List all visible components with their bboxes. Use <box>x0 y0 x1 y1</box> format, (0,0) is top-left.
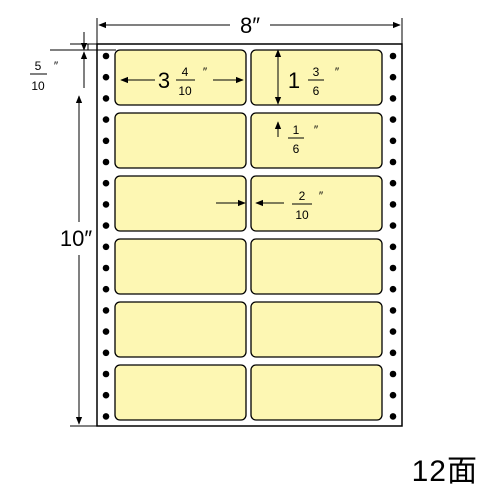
feed-hole-right-11 <box>389 264 397 272</box>
label-width-whole: 3 <box>158 68 170 93</box>
label-r2-c1 <box>114 112 247 169</box>
feed-hole-right-6 <box>389 158 397 166</box>
feed-hole-right-9 <box>389 222 397 229</box>
label-r5-c2 <box>250 301 383 358</box>
feed-hole-left-13 <box>102 307 110 314</box>
feed-hole-left-11 <box>102 264 110 272</box>
feed-hole-left-16 <box>102 370 110 378</box>
column-gap-dimension: 2 10 ″ <box>216 189 324 222</box>
feed-hole-right-13 <box>389 307 397 314</box>
label-r3-c1 <box>114 175 247 232</box>
row-gap-denominator: 6 <box>293 142 300 156</box>
feed-hole-right-2 <box>389 73 397 81</box>
column-gap-denominator: 10 <box>295 208 309 222</box>
label-height-whole: 1 <box>288 68 300 93</box>
label-height-denominator: 6 <box>313 84 320 98</box>
top-margin-unit: ″ <box>54 59 59 73</box>
feed-hole-left-14 <box>102 328 110 335</box>
label-width-denominator: 10 <box>178 84 192 98</box>
label-r6-c2 <box>250 364 383 421</box>
feed-hole-right-12 <box>389 285 397 293</box>
feed-hole-left-10 <box>102 243 110 251</box>
feed-hole-right-3 <box>389 95 397 102</box>
column-gap-unit: ″ <box>319 189 324 203</box>
label-r6-c1 <box>114 364 247 421</box>
feed-hole-right-14 <box>389 328 397 335</box>
feed-hole-left-1 <box>102 52 110 60</box>
top-margin-dimension: 5 10 ″ <box>30 32 116 93</box>
feed-hole-left-2 <box>102 73 110 81</box>
feed-hole-right-15 <box>389 349 397 357</box>
width-dimension: 8″ <box>96 13 403 44</box>
feed-holes-right <box>389 52 397 420</box>
feed-hole-left-5 <box>102 137 110 145</box>
feed-hole-right-10 <box>389 243 397 251</box>
label-height-dimension: 1 3 6 ″ <box>274 49 340 105</box>
feed-hole-right-17 <box>389 391 397 399</box>
sheet-outline <box>96 43 403 427</box>
top-margin-numerator: 5 <box>35 59 42 73</box>
label-count: 12面 <box>411 455 478 488</box>
label-r4-c2 <box>250 238 383 295</box>
feed-hole-right-7 <box>389 179 397 187</box>
label-r3-c2 <box>250 175 383 232</box>
row-gap-numerator: 1 <box>293 123 300 137</box>
label-width-unit: ″ <box>203 65 208 79</box>
feed-hole-left-12 <box>102 285 110 293</box>
feed-hole-left-3 <box>102 95 110 102</box>
feed-hole-left-15 <box>102 349 110 357</box>
row-gap-dimension: 1 6 ″ <box>274 121 319 156</box>
label-r1-c1 <box>114 49 247 106</box>
feed-hole-right-18 <box>389 413 397 420</box>
feed-hole-left-8 <box>102 201 110 208</box>
feed-hole-left-4 <box>102 116 110 123</box>
feed-hole-right-5 <box>389 137 397 145</box>
feed-hole-right-1 <box>389 52 397 60</box>
label-height-numerator: 3 <box>313 65 320 79</box>
label-r5-c1 <box>114 301 247 358</box>
feed-hole-left-7 <box>102 179 110 187</box>
height-dimension: 10″ <box>60 43 97 427</box>
label-r2-c2 <box>250 112 383 169</box>
feed-hole-right-4 <box>389 116 397 123</box>
sheet-height-label: 10″ <box>60 226 92 251</box>
feed-hole-left-9 <box>102 222 110 229</box>
feed-hole-right-16 <box>389 370 397 378</box>
feed-hole-left-18 <box>102 413 110 420</box>
feed-holes-left <box>102 52 110 420</box>
label-grid <box>114 49 383 421</box>
row-gap-unit: ″ <box>314 123 319 137</box>
column-gap-numerator: 2 <box>299 189 306 203</box>
label-r1-c2 <box>250 49 383 106</box>
label-height-unit: ″ <box>335 65 340 79</box>
feed-hole-left-17 <box>102 391 110 399</box>
label-width-numerator: 4 <box>182 65 189 79</box>
label-width-dimension: 3 4 10 ″ <box>120 65 244 98</box>
label-r4-c1 <box>114 238 247 295</box>
sheet-width-label: 8″ <box>240 13 260 38</box>
feed-hole-right-8 <box>389 201 397 208</box>
top-margin-denominator: 10 <box>31 79 45 93</box>
feed-hole-left-6 <box>102 158 110 166</box>
